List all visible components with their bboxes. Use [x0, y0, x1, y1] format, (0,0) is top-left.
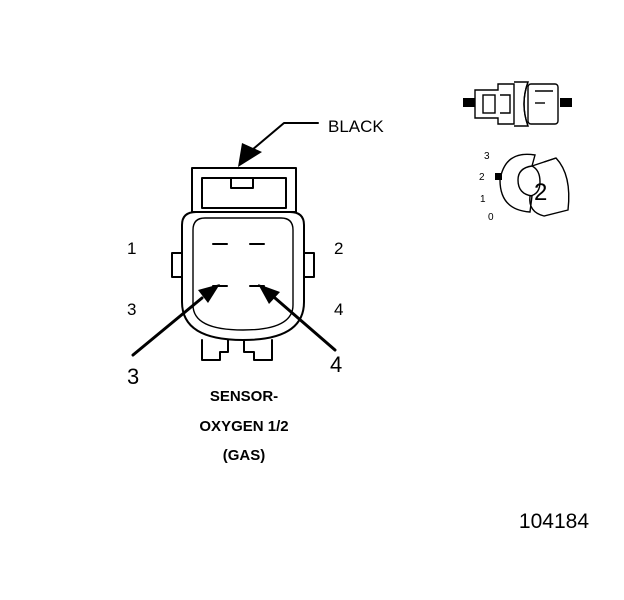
callout-label-3: 3 [127, 364, 139, 389]
pin-label-2: 2 [334, 239, 343, 258]
inset-position-lock [495, 153, 570, 217]
lock-position-number: 2 [534, 179, 547, 206]
caption-line-2: OXYGEN 1/2 [199, 418, 288, 435]
scale-mark-1: 1 [480, 194, 486, 205]
pin-label-1: 1 [127, 239, 136, 258]
caption-line-1: SENSOR- [210, 388, 278, 405]
connector-body [171, 167, 315, 361]
scale-mark-0: 0 [488, 212, 494, 223]
color-label: BLACK [328, 117, 384, 136]
callout-arrow-3 [131, 284, 220, 357]
caption-line-3: (GAS) [223, 447, 266, 464]
inset-mated-connector [463, 81, 572, 127]
scale-mark-3: 3 [484, 151, 490, 162]
figure-id: 104184 [519, 510, 589, 533]
black-leader [238, 122, 319, 167]
scale-mark-2: 2 [479, 172, 485, 183]
callout-label-4: 4 [330, 352, 342, 377]
pin-label-4: 4 [334, 300, 343, 319]
callout-arrow-4 [258, 284, 337, 352]
pin-label-3: 3 [127, 300, 136, 319]
